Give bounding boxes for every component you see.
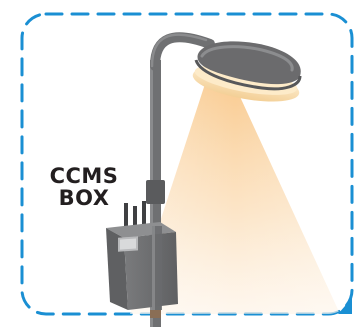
ccms-box-label-line1: CCMS xyxy=(38,164,130,188)
pole-base xyxy=(150,310,161,318)
ccms-box-label-line2: BOX xyxy=(38,186,130,210)
